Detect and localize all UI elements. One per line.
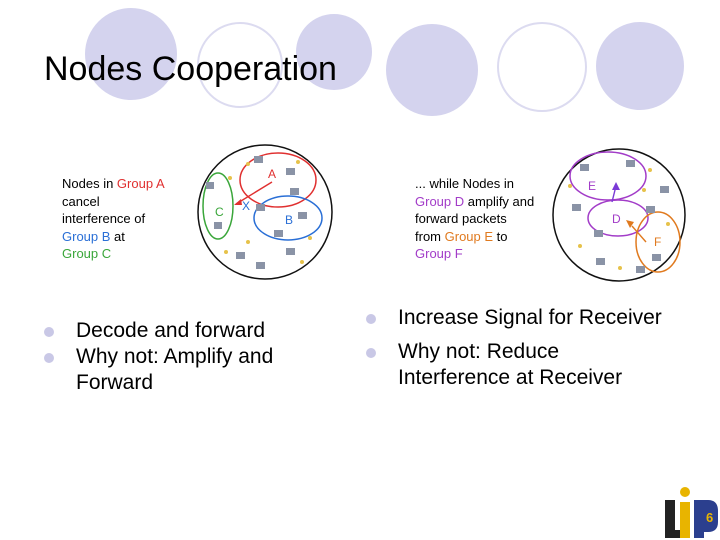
node-icons [572,160,669,273]
group-c-region [202,172,234,240]
group-a-region [239,152,317,208]
cancel-arrow [235,181,273,205]
bullet-text: Why not: Reduce Interference at Receiver [398,340,623,389]
group-d-region [587,199,649,237]
caption-text: forward packets [415,211,507,226]
label-b: B [285,213,293,227]
group-f-region [635,211,681,273]
forward-arrow-down [631,225,647,243]
label-c: C [215,205,224,219]
left-figure-caption: Nodes in Group A cancel interference of … [62,175,165,263]
bullet-dot [366,348,376,358]
group-e-region [569,151,647,201]
bullet-text: Why not: Amplify and Forward [76,345,274,394]
bullet-item: Why not: Amplify and Forward [44,344,329,396]
signal-marks [568,168,670,270]
label-x: X [242,199,250,213]
bullet-text: Decode and forward [76,319,266,342]
label-f: F [654,235,661,249]
bullet-item: Why not: Reduce Interference at Receiver [366,339,666,391]
group-b-region [253,195,323,241]
caption-group-a: Group A [116,176,165,191]
arrow-head [612,182,620,190]
label-a: A [268,167,276,181]
left-network-diagram: A B C X [197,144,333,280]
decor-circle-1 [85,8,177,100]
caption-text: Nodes in [62,176,117,191]
logo-dot-icon [680,487,690,497]
caption-text: amplify and [464,193,535,209]
label-d: D [612,212,621,226]
decor-circle-2 [197,22,283,108]
bullet-dot [44,327,54,337]
decor-circle-5 [497,22,587,112]
label-e: E [588,179,596,193]
right-network-diagram: E D F [552,148,686,282]
decor-circle-3 [296,14,372,90]
page-number: 6 [706,510,713,525]
right-figure-caption: ... while Nodes in Group D amplify and f… [415,175,534,263]
arrow-head [234,199,242,205]
arrow-head [626,220,634,228]
caption-text: interference of [62,211,146,226]
slide-title: Nodes Cooperation [44,50,337,88]
caption-group-c: Group C [62,246,112,261]
caption-text: at [110,228,125,244]
left-bullet-list: Decode and forward Why not: Amplify and … [44,318,329,404]
lip-logo: 6 [662,487,718,540]
caption-group-b: Group B [62,228,111,244]
caption-group-d: Group D [415,193,465,209]
node-icons [206,156,307,269]
decor-circle-4 [386,24,478,116]
signal-marks [224,160,312,264]
bullet-dot [44,353,54,363]
bullet-dot [366,314,376,324]
caption-text: ... while Nodes in [415,176,514,191]
caption-text: cancel [62,193,100,209]
bullet-text: Increase Signal for Receiver [398,306,662,329]
caption-text: from [415,228,445,244]
network-boundary [552,148,686,282]
decor-circle-6 [596,22,684,110]
caption-group-f: Group F [415,246,463,261]
caption-text: to [493,228,508,244]
bullet-item: Increase Signal for Receiver [366,305,666,331]
bullet-item: Decode and forward [44,318,329,344]
right-bullet-list: Increase Signal for Receiver Why not: Re… [366,305,666,399]
caption-group-e: Group E [444,228,494,244]
